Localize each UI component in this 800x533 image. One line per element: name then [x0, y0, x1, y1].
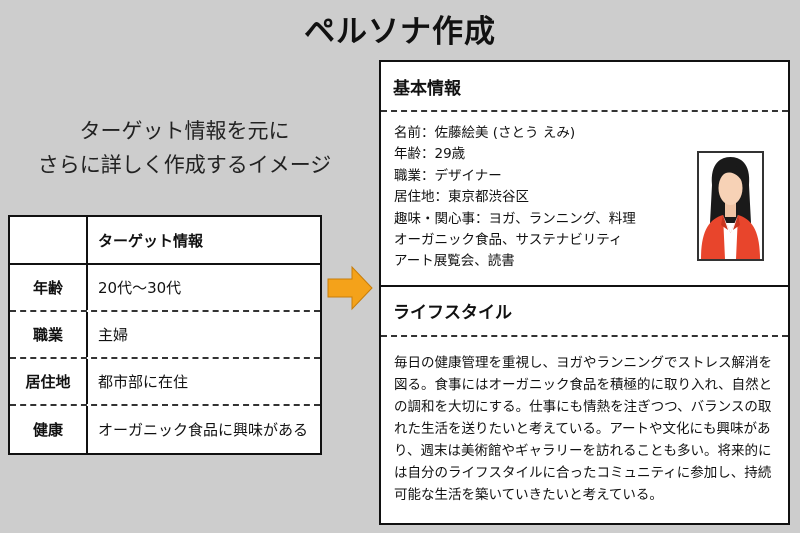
row-label-residence: 居住地: [10, 359, 88, 404]
info-hobbies-cont-2: アート展覧会、読書: [394, 253, 515, 270]
row-value-residence: 都市部に在住: [98, 373, 189, 391]
row-label-health: 健康: [10, 406, 88, 453]
row-label-age: 年齢: [10, 265, 88, 310]
info-name: 名前：佐藤絵美 (さとう えみ): [394, 125, 576, 141]
table-row: 健康 オーガニック食品に興味がある: [10, 406, 320, 453]
section-divider: [381, 285, 788, 287]
table-row: 職業 主婦: [10, 312, 320, 359]
info-hobbies: 趣味・関心事：ヨガ、ランニング、料理: [394, 210, 636, 227]
row-value-health: オーガニック食品に興味がある: [98, 421, 309, 439]
target-info-table: ターゲット情報 年齢 20代〜30代 職業 主婦 居住地 都市部に在住 健康 オ…: [8, 215, 322, 455]
intro-line-2: さらに詳しく作成するイメージ: [37, 153, 332, 177]
basic-info-title: 基本情報: [393, 79, 461, 99]
table-row: 居住地 都市部に在住: [10, 359, 320, 406]
row-value-occupation: 主婦: [98, 326, 129, 344]
page-title: ペルソナ作成: [304, 14, 496, 50]
info-age: 年齢：29歳: [394, 146, 466, 163]
woman-avatar-icon: [699, 153, 762, 259]
table-row: 年齢 20代〜30代: [10, 265, 320, 312]
intro-line-1: ターゲット情報を元に: [79, 119, 290, 143]
right-arrow-icon: [327, 265, 373, 311]
row-value-age: 20代〜30代: [98, 279, 182, 297]
intro-text: ターゲット情報を元に さらに詳しく作成するイメージ: [12, 114, 357, 182]
lifestyle-text: 毎日の健康管理を重視し、ヨガやランニングでストレス解消を図る。食事にはオーガニッ…: [394, 355, 773, 503]
avatar: [697, 151, 764, 261]
persona-card: 基本情報 名前：佐藤絵美 (さとう えみ) 年齢：29歳 職業：デザイナー 居住…: [379, 60, 790, 525]
table-header-label: ターゲット情報: [98, 231, 204, 250]
table-header-row: ターゲット情報: [10, 217, 320, 265]
info-hobbies-cont-1: オーガニック食品、サステナビリティ: [394, 232, 623, 249]
info-residence: 居住地：東京都渋谷区: [394, 189, 529, 206]
basic-info-list: 名前：佐藤絵美 (さとう えみ) 年齢：29歳 職業：デザイナー 居住地：東京都…: [394, 123, 694, 273]
divider: [381, 110, 788, 112]
row-label-occupation: 職業: [10, 312, 88, 357]
divider: [381, 335, 788, 337]
lifestyle-title: ライフスタイル: [393, 303, 512, 323]
info-occupation: 職業：デザイナー: [394, 167, 502, 184]
table-header-empty-cell: [10, 217, 88, 263]
